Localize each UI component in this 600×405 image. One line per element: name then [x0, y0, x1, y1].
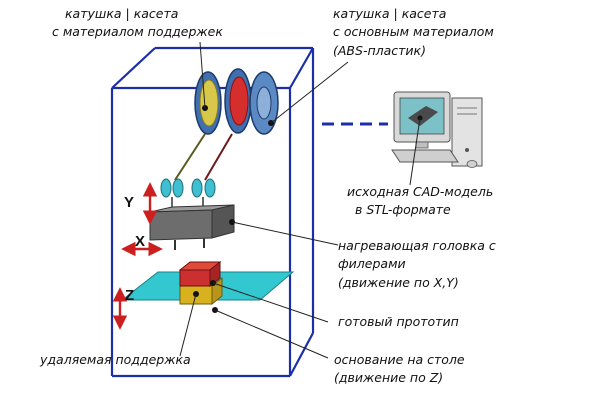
spool-support-material — [199, 79, 219, 127]
feed-rollers — [160, 178, 216, 210]
leader-support — [179, 293, 197, 357]
leader-cad-model — [409, 117, 421, 186]
frame-top-right-edge — [289, 47, 314, 89]
spool-main-material — [229, 76, 249, 126]
frame-top-left-edge — [111, 47, 156, 89]
frame-bottom-right-edge — [289, 332, 314, 377]
monitor-icon — [393, 91, 451, 149]
printer-head-icon — [149, 204, 235, 250]
label-support: удаляемая поддержка — [39, 352, 191, 367]
prototype-part — [179, 269, 211, 287]
label-support-spool-line2: с материалом поддержек — [52, 24, 223, 39]
label-base-line1: основание на столе — [334, 352, 465, 367]
filament-main — [204, 133, 233, 181]
leader-prototype — [212, 282, 329, 323]
label-support-spool-line1: катушка | касета — [65, 6, 178, 21]
leader-lines — [179, 41, 421, 359]
filament-support — [174, 133, 206, 181]
build-chamber-frame — [110, 46, 315, 378]
axis-arrows — [112, 182, 163, 330]
spool-icon — [194, 68, 279, 135]
label-prototype: готовый прототип — [338, 314, 459, 329]
label-main-spool-line1: катушка | касета — [333, 6, 446, 21]
label-head-line3: (движение по X,Y) — [338, 275, 459, 290]
prototype-model — [178, 260, 223, 306]
system-unit — [451, 97, 483, 167]
mouse-icon — [466, 160, 478, 168]
axis-z-label: Z — [125, 287, 134, 304]
axis-y-label: Y — [124, 194, 134, 211]
label-cad-model-line1: исходная CAD-модель — [347, 184, 493, 199]
label-main-spool-line2: с основным материалом — [333, 24, 494, 39]
leader-main-spool — [270, 61, 349, 124]
axis-x-label: X — [135, 233, 145, 250]
label-head-line2: филерами — [338, 256, 406, 271]
label-head-line1: нагревающая головка с — [338, 238, 496, 253]
cad-model-thumbnail — [408, 106, 438, 126]
leader-head — [231, 221, 339, 246]
leader-base — [214, 309, 329, 359]
label-main-spool-line3: (ABS-пластик) — [333, 43, 426, 58]
label-base-line2: (движение по Z) — [334, 370, 443, 385]
label-cad-model-line2: в STL-формате — [355, 202, 451, 217]
leader-support-spool — [199, 41, 206, 109]
computer-icon — [391, 91, 483, 168]
keyboard-icon — [391, 149, 459, 163]
